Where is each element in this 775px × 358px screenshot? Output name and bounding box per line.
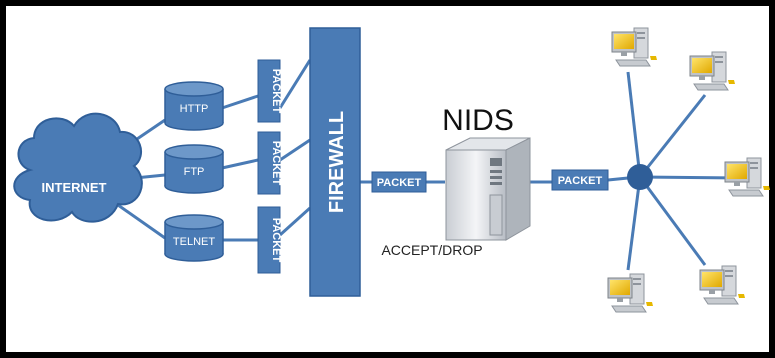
- packet-label-nids-hub: PACKET: [558, 175, 603, 187]
- firewall-block: FIREWALL: [309, 27, 361, 297]
- firewall-label: FIREWALL: [326, 111, 348, 213]
- link-packet3-firewall: [278, 206, 312, 237]
- packet-label-firewall-nids: PACKET: [377, 177, 422, 189]
- telnet-label: TELNET: [173, 236, 215, 248]
- spoke-bottom-left: [626, 176, 642, 271]
- network-hub-icon: [627, 164, 653, 190]
- spoke-top-left: [626, 71, 642, 178]
- packet-label-telnet: PACKET: [270, 218, 282, 263]
- accept-drop-label: ACCEPT/DROP: [381, 242, 482, 258]
- internet-label: INTERNET: [42, 180, 107, 195]
- telnet-cylinder: [164, 214, 224, 262]
- nids-title: NIDS: [442, 104, 514, 137]
- link-packet1-firewall: [278, 59, 312, 109]
- ftp-label: FTP: [184, 166, 205, 178]
- packet-box-telnet: PACKET: [257, 206, 282, 274]
- link-ftp-packet: [221, 158, 259, 170]
- link-packet2-firewall: [279, 138, 311, 162]
- link-internet-telnet: [117, 203, 166, 240]
- ftp-cylinder: [164, 144, 224, 194]
- internet-cloud-icon: [13, 112, 143, 223]
- packet-label-http: PACKET: [270, 69, 282, 114]
- packet-box-http: PACKET: [257, 59, 282, 123]
- packet-label-ftp: PACKET: [270, 141, 282, 186]
- packet-box-ftp: PACKET: [257, 131, 282, 195]
- link-packet-hub: [607, 176, 629, 182]
- http-cylinder: [164, 81, 224, 131]
- http-label: HTTP: [180, 103, 209, 115]
- link-http-packet: [221, 94, 259, 110]
- packet-box-firewall-nids: PACKET: [371, 171, 427, 193]
- spoke-bottom-right: [638, 176, 707, 266]
- server-tower-icon: [445, 137, 531, 241]
- spoke-right: [639, 175, 741, 180]
- packet-box-nids-hub: PACKET: [551, 169, 609, 191]
- spoke-top-right: [638, 94, 707, 178]
